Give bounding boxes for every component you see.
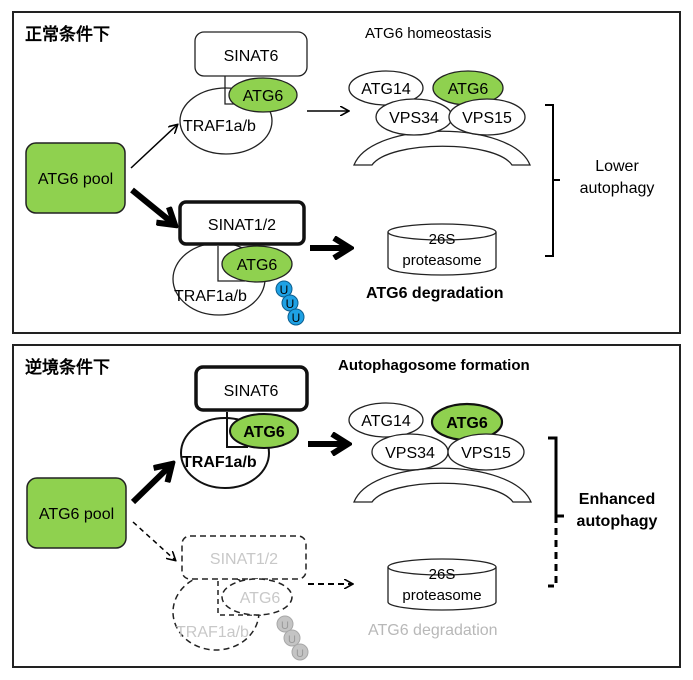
panel-title: 正常条件下	[25, 24, 110, 44]
outcome-line2: autophagy	[580, 180, 655, 197]
vps34-label: VPS34	[389, 110, 439, 127]
degradation-label: ATG6 degradation	[366, 285, 504, 302]
proteasome-line2: proteasome	[402, 252, 481, 269]
proteasome-line1: 26S	[429, 231, 456, 248]
pi3k-complex: ATG14 ATG6 VPS34 VPS15	[348, 70, 531, 166]
outcome-line1: Enhanced	[579, 491, 655, 508]
atg6-ellipse	[229, 413, 299, 449]
ubiquitin-chain-ghost: U U U	[276, 615, 309, 661]
complex-title: ATG6 homeostasis	[365, 25, 491, 42]
sinat6-box	[194, 365, 309, 412]
atg6-pool-box	[25, 142, 126, 214]
panel-title: 逆境条件下	[25, 357, 110, 377]
atg6-pool-box	[26, 477, 127, 549]
bracket-dashed	[548, 516, 558, 588]
traf1ab-label: TRAF1a/b	[174, 288, 247, 305]
sinat12-box	[181, 535, 307, 580]
atg6-pool-label: ATG6 pool	[39, 506, 114, 523]
ubiquitin-icon	[291, 643, 309, 661]
pi3k-complex: ATG14 ATG6 VPS34 VPS15	[348, 402, 532, 503]
sinat6-box	[194, 31, 308, 77]
ubiquitin-label: U	[296, 648, 304, 660]
membrane-arc	[353, 130, 531, 166]
sinat6-traf-atg6-complex: SINAT6 ATG6 TRAF1a/b	[179, 31, 308, 155]
proteasome-line1: 26S	[429, 566, 456, 583]
arrow-pool-to-sinat6	[130, 125, 177, 169]
vps34-label: VPS34	[385, 445, 435, 462]
atg6-label: ATG6	[240, 590, 281, 607]
vps15-label: VPS15	[461, 445, 511, 462]
panel-stress: 逆境条件下 ATG6 pool SINAT6 ATG6 TRAF1a/b SIN…	[12, 344, 681, 668]
sinat12-traf-atg6-complex-ghost: SINAT1/2 ATG6 TRAF1a/b U U U	[172, 535, 309, 661]
ubiquitin-icon	[276, 615, 294, 633]
ubiquitin-chain: U U U	[275, 280, 305, 326]
atg6-pool-label: ATG6 pool	[38, 171, 113, 188]
proteasome-26s: 26S proteasome	[387, 223, 497, 276]
arrow-pool-to-sinat12	[130, 187, 175, 225]
atg6-label: ATG6	[237, 257, 278, 274]
proteasome-line2: proteasome	[402, 587, 481, 604]
ubiquitin-label: U	[288, 634, 296, 646]
atg6-label: ATG6	[243, 424, 285, 441]
ubiquitin-label: U	[292, 311, 301, 325]
panel-normal: 正常条件下 ATG6 pool SINAT6 ATG6 TRAF1a/b SIN…	[12, 11, 681, 334]
sinat6-label: SINAT6	[224, 383, 279, 400]
atg6-label: ATG6	[448, 81, 489, 98]
sinat12-box	[178, 200, 306, 246]
ubiquitin-icon	[287, 308, 305, 326]
atg14-label: ATG14	[361, 413, 411, 430]
arrow-pool-to-sinat6	[130, 464, 172, 505]
vps15-ellipse	[448, 98, 526, 136]
ubiquitin-label: U	[281, 620, 289, 632]
atg6-label: ATG6	[243, 88, 284, 105]
atg6-label: ATG6	[446, 415, 488, 432]
vps15-label: VPS15	[462, 110, 512, 127]
vps15-ellipse	[447, 433, 525, 471]
sinat12-label: SINAT1/2	[210, 551, 278, 568]
sinat12-label: SINAT1/2	[208, 217, 276, 234]
outcome-line1: Lower	[595, 158, 639, 175]
degradation-label: ATG6 degradation	[368, 622, 498, 639]
atg14-label: ATG14	[361, 81, 411, 98]
traf1ab-label: TRAF1a/b	[176, 624, 249, 641]
bracket	[545, 104, 560, 257]
ubiquitin-label: U	[280, 283, 289, 297]
arrow-pool-to-sinat12-dashed	[132, 521, 175, 560]
atg6-ellipse	[228, 77, 298, 113]
traf1ab-label: TRAF1a/b	[183, 118, 256, 135]
sinat6-label: SINAT6	[224, 48, 279, 65]
ubiquitin-label: U	[286, 297, 295, 311]
outcome-line2: autophagy	[577, 513, 658, 530]
atg6-ellipse	[221, 245, 293, 283]
ubiquitin-icon	[283, 629, 301, 647]
atg14-ellipse	[348, 402, 424, 438]
proteasome-26s: 26S proteasome	[387, 558, 497, 611]
membrane-arc	[353, 467, 532, 503]
complex-title: Autophagosome formation	[338, 357, 530, 374]
atg6-ellipse	[221, 578, 293, 616]
sinat6-traf-atg6-complex: SINAT6 ATG6 TRAF1a/b	[180, 365, 309, 489]
traf1ab-label: TRAF1a/b	[182, 454, 257, 471]
sinat12-traf-atg6-complex: SINAT1/2 ATG6 TRAF1a/b U U U	[172, 200, 306, 326]
